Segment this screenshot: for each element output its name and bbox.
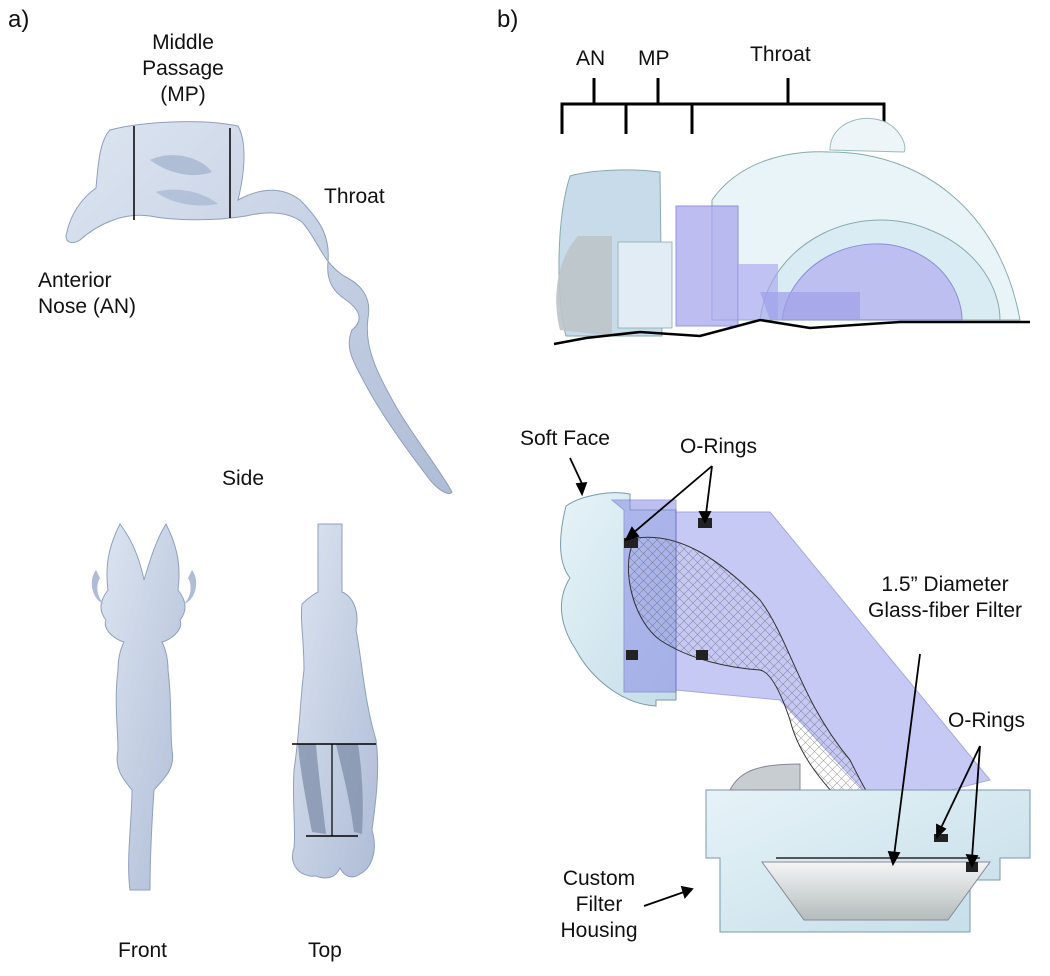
filter-assembly [560,492,1031,933]
panel-a-label: a) [8,6,30,33]
housing-label: Custom Filter Housing [556,866,642,944]
face-contour-line [553,318,1030,346]
upper-cross-section [553,117,1030,346]
top-view-airway [292,523,379,879]
filter-label: 1.5” Diameter Glass-fiber Filter [846,572,1044,624]
o-rings-bottom-label: O-Rings [948,709,1026,732]
filter-label-line-1: 1.5” Diameter [881,573,1009,596]
anterior-nose-label: Anterior Nose (AN) [38,268,136,320]
housing-label-line-3: Housing [560,919,638,942]
bracket-segments [560,78,886,134]
top-view-label: Top [308,939,342,962]
callout-arrows [569,457,981,907]
side-view-airway [65,121,453,494]
middle-passage-line-1: Middle [152,31,214,54]
middle-passage-label: Middle Passage (MP) [138,30,228,108]
o-rings-top-label: O-Rings [680,435,758,458]
filter-cone [761,861,991,921]
filter-label-line-2: Glass-fiber Filter [867,599,1023,622]
anterior-nose-line-2: Nose (AN) [38,295,137,318]
middle-passage-line-2: Passage [142,57,224,80]
o-ring-left [624,538,638,548]
housing-label-line-2: Filter [575,893,623,916]
bracket-label-mp: MP [638,47,670,70]
throat-label-side: Throat [324,185,385,208]
front-view-label: Front [118,939,168,962]
front-view-airway [91,522,197,891]
panel-b-label: b) [497,6,519,33]
soft-face-label: Soft Face [520,427,610,450]
o-ring-bottom-a [934,834,948,842]
side-view-label: Side [222,467,265,490]
housing-label-line-1: Custom [562,867,636,890]
anterior-nose-line-1: Anterior [38,269,112,292]
middle-passage-line-3: (MP) [160,83,206,106]
bracket-label-an: AN [576,47,606,70]
bracket-label-throat: Throat [750,43,811,66]
